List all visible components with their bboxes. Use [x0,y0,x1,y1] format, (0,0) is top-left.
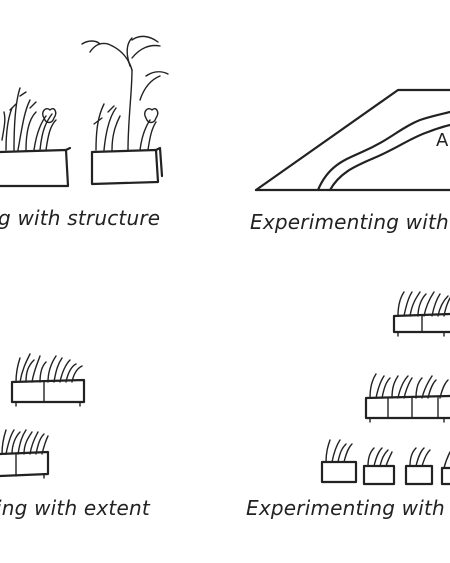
planter-extent-lower [0,429,50,479]
caption-arrangement: Experimenting with e [246,496,450,520]
planter-structure-right [81,35,169,186]
slope-ramp [254,88,450,192]
planter-extent-upper [10,353,86,407]
caption-structure: g with structure [0,206,161,230]
planter-row-top [392,291,450,337]
slope-label: A [436,130,449,151]
planter-row-middle [364,373,450,423]
caption-slope: Experimenting with [250,210,449,234]
caption-extent: ing with extent [0,496,150,520]
planter-row-bottom [320,439,450,486]
planter-structure-left [0,87,72,188]
